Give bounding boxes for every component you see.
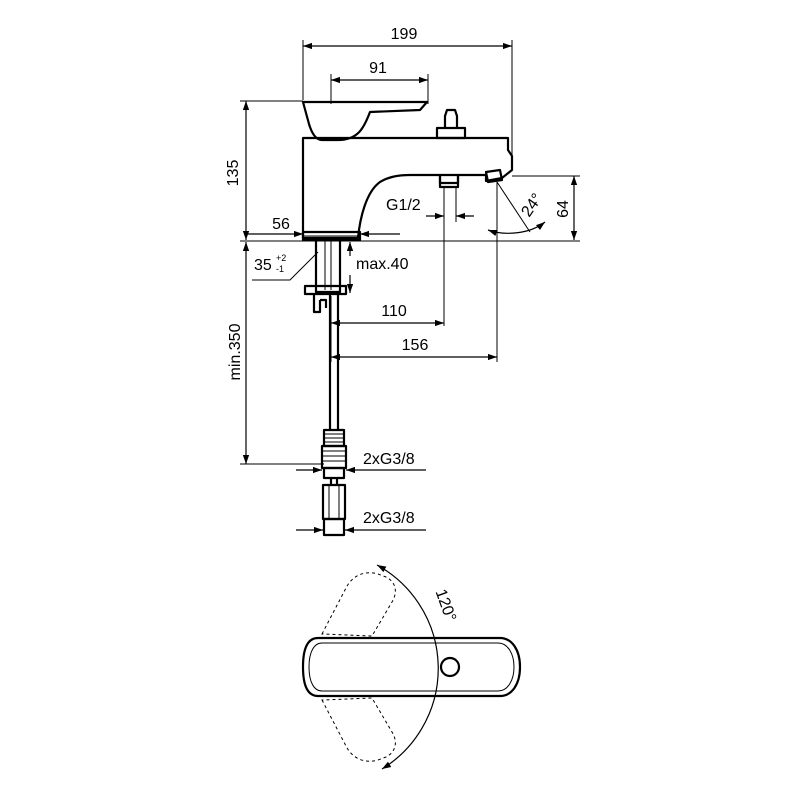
dim-spout-height: 64 [555,200,572,218]
diverter-nut [438,173,460,189]
dimension-lines [240,40,580,534]
dim-diverter-offset: 110 [381,303,407,320]
faucet-body [301,136,514,240]
lever [301,100,429,142]
spout-outlet [484,168,504,184]
dim-overall-width: 199 [391,26,418,43]
dim-hole-tol-minus: -1 [276,264,284,274]
dim-spout-angle: 24° [518,191,546,221]
diverter-knob [443,108,459,128]
supply-hose [320,294,348,537]
diverter-collar [435,126,467,140]
faucet-top-view [301,564,522,770]
dim-connection-2: 2xG3/8 [363,510,415,527]
fixing-plate [303,284,348,296]
dim-height: 135 [225,160,242,187]
dim-connection-1: 2xG3/8 [363,451,415,468]
diverter-top [439,656,461,678]
faucet-side-view [301,100,514,537]
mounting-shank [314,240,342,294]
lever-position-left [321,572,396,637]
dim-hole: 35 [254,257,272,274]
dim-lever-rotation: 120° [432,587,459,624]
top-body [301,636,522,698]
top-body-inner [308,642,515,692]
dim-diverter-thread: G1/2 [386,197,421,214]
rotation-arc [376,564,439,770]
dim-deck-thickness: max.40 [356,256,409,273]
dim-lever-reach: 91 [369,60,387,77]
lever-position-right [321,697,396,762]
dim-spout-reach: 156 [402,337,429,354]
dimension-labels: 199 91 135 56 35 +2 -1 max.40 64 24° G1/… [225,26,572,624]
dim-hole-tol-plus: +2 [276,253,286,263]
dim-hose-length: min.350 [227,323,244,380]
dim-base-width: 56 [272,216,290,233]
